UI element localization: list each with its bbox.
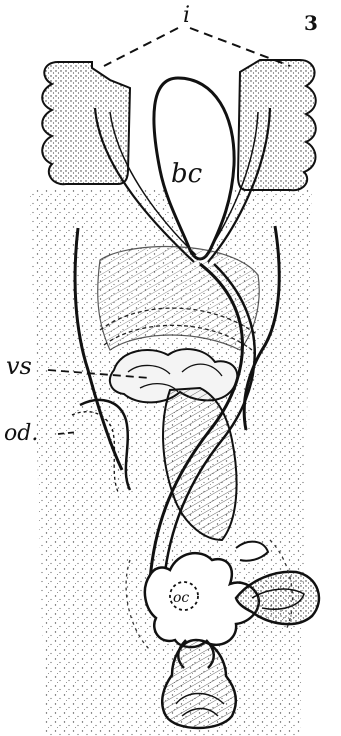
label-oc: oc	[173, 590, 189, 606]
label-i: i	[183, 3, 190, 28]
intestine-right	[238, 60, 316, 190]
label-bc: bc	[171, 159, 203, 189]
label-od: od.	[4, 421, 38, 446]
figure-number: 3	[304, 11, 318, 35]
intestine-left	[42, 62, 130, 184]
muscle-region	[98, 246, 260, 350]
label-vs: vs	[6, 352, 32, 380]
